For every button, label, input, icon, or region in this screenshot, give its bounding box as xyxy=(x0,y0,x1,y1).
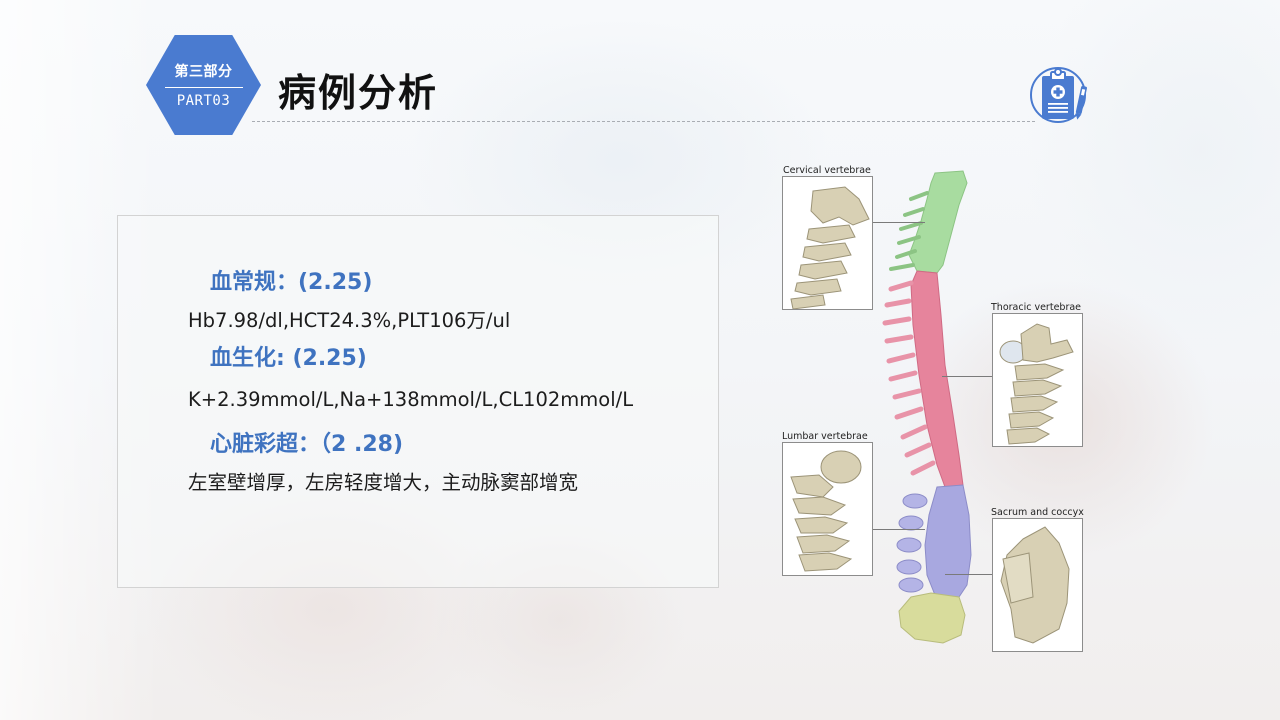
section-badge: 第三部分 PART03 xyxy=(146,35,261,135)
label-thoracic: Thoracic vertebrae xyxy=(991,302,1082,313)
clipboard-medical-icon xyxy=(1030,67,1087,123)
section-label: 第三部分 xyxy=(174,64,233,80)
section-divider xyxy=(164,87,243,88)
finding-heading-echocardiogram: 心脏彩超：（2 .28) xyxy=(210,432,403,457)
page-title: 病例分析 xyxy=(278,71,439,115)
label-cervical: Cervical vertebrae xyxy=(783,165,871,176)
label-lumbar: Lumbar vertebrae xyxy=(782,431,868,442)
finding-detail-biochemistry: K+2.39mmol/L,Na+138mmol/L,CL102mmol/L xyxy=(188,388,634,411)
finding-detail-echocardiogram: 左室壁增厚，左房轻度增大，主动脉窦部增宽 xyxy=(188,471,579,494)
findings-card: 血常规：(2.25) Hb7.98/dl,HCT24.3%,PLT106万/ul… xyxy=(117,215,719,588)
thumb-lumbar xyxy=(782,442,873,576)
finding-heading-biochemistry: 血生化: (2.25) xyxy=(210,346,367,371)
label-sacrum: Sacrum and coccyx xyxy=(991,507,1084,518)
finding-heading-blood-routine: 血常规：(2.25) xyxy=(210,270,373,295)
leader-thoracic xyxy=(942,376,992,377)
leader-cervical xyxy=(873,222,925,223)
thumb-cervical xyxy=(782,176,873,310)
finding-detail-blood-routine: Hb7.98/dl,HCT24.3%,PLT106万/ul xyxy=(188,309,511,332)
leader-sacrum xyxy=(945,574,992,575)
part-label: PART03 xyxy=(176,93,231,109)
thumb-thoracic xyxy=(992,313,1083,447)
spine-illustration xyxy=(882,170,972,644)
leader-lumbar xyxy=(873,529,925,530)
spine-diagram: Cervical vertebrae Thoracic vertebrae xyxy=(770,155,1100,655)
title-divider xyxy=(252,121,1035,122)
thumb-sacrum xyxy=(992,518,1083,652)
